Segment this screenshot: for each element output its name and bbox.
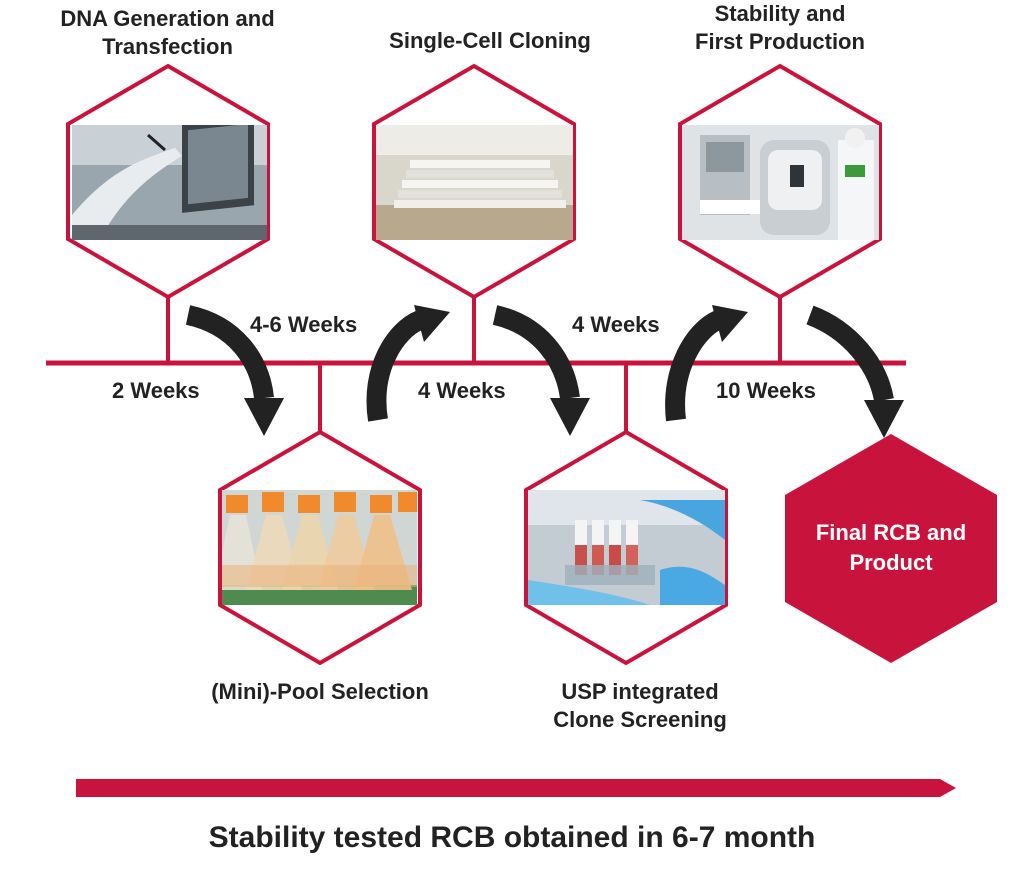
final-label-line1: Final RCB and [815,520,967,545]
stage-production-label-line1: Stability and [714,1,846,26]
stage-screening-label-line2: Clone Screening [553,707,727,732]
lab-touchscreen-photo [72,125,267,240]
bioreactor-photo [682,125,879,240]
stage-cloning-label: Single-Cell Cloning [360,27,620,55]
stage-screening [524,429,728,666]
duration-1: 2 Weeks [112,378,200,403]
final-hexagon [785,434,997,663]
stage-screening-label: USP integrated Clone Screening [520,678,760,734]
span-arrow [76,779,956,797]
flasks-photo [222,490,417,605]
stage-pool [218,429,422,666]
stage-pool-label-line1: (Mini)-Pool Selection [211,679,429,704]
stage-cloning-label-line1: Single-Cell Cloning [389,28,591,53]
arrow-dna-to-pool [185,305,284,436]
stage-screening-label-line1: USP integrated [561,679,719,704]
stage-production-label: Stability and First Production [670,0,890,56]
stage-pool-label: (Mini)-Pool Selection [180,678,460,706]
well-plates-photo [376,125,573,240]
stage-dna [66,63,270,300]
arrow-cloning-to-screening [492,305,590,436]
arrow-screening-to-production [665,305,748,422]
tubes-rack-photo [528,490,725,605]
arrow-production-to-final [806,305,904,438]
footer-caption: Stability tested RCB obtained in 6-7 mon… [208,821,816,854]
duration-4: 4 Weeks [572,312,660,337]
final-label-line2: Product [849,550,933,575]
stage-dna-label: DNA Generation and Transfection [20,5,315,61]
stage-dna-label-line1: DNA Generation and [60,6,275,31]
stage-production-label-line2: First Production [695,29,865,54]
stage-dna-label-line2: Transfection [102,34,233,59]
duration-3: 4 Weeks [418,378,506,403]
stage-cloning [372,63,576,300]
duration-5: 10 Weeks [716,378,816,403]
stage-production [678,63,882,300]
arrow-pool-to-cloning [366,305,450,422]
duration-2: 4-6 Weeks [250,312,358,337]
final-label: Final RCB and Product [785,518,997,578]
